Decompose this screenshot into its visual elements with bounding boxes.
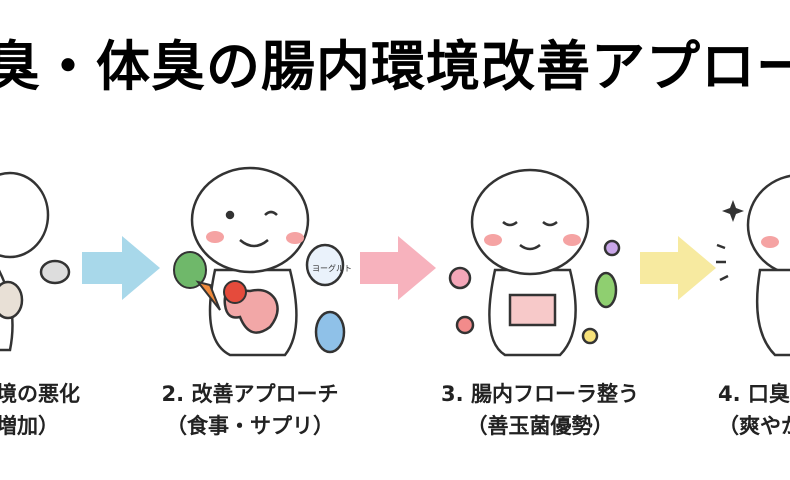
step-3-label: 3. 腸内フローラ整う （善玉菌優勢） <box>425 378 655 442</box>
yogurt-label: ヨーグルト <box>312 263 352 273</box>
character-healthy-flora <box>448 168 621 357</box>
step-1-subtitle: 増加） <box>0 414 59 438</box>
step-4-subtitle: （爽やか <box>718 414 790 438</box>
arrow-right-icon <box>640 236 716 300</box>
step-1-label: 境の悪化 増加） <box>0 378 80 442</box>
character-bad-breath <box>0 171 71 352</box>
step-4-title: 4. 口臭 <box>718 382 790 406</box>
step-2-label: 2. 改善アプローチ （食事・サプリ） <box>160 378 340 442</box>
character-fresh <box>716 174 790 357</box>
character-eating <box>190 166 346 357</box>
vegetables-icon <box>173 251 247 311</box>
arrow-right-icon <box>360 236 436 300</box>
arrow-right-icon <box>82 236 160 300</box>
step-2-title: 2. 改善アプローチ <box>161 382 339 406</box>
step-2-subtitle: （食事・サプリ） <box>166 414 334 438</box>
step-3-subtitle: （善玉菌優勢） <box>466 414 614 438</box>
step-1-title: 境の悪化 <box>0 382 80 406</box>
page-title: 臭・体臭の腸内環境改善アプロー <box>0 35 790 98</box>
step-4-label: 4. 口臭 （爽やか <box>718 378 790 442</box>
step-3-title: 3. 腸内フローラ整う <box>441 382 639 406</box>
